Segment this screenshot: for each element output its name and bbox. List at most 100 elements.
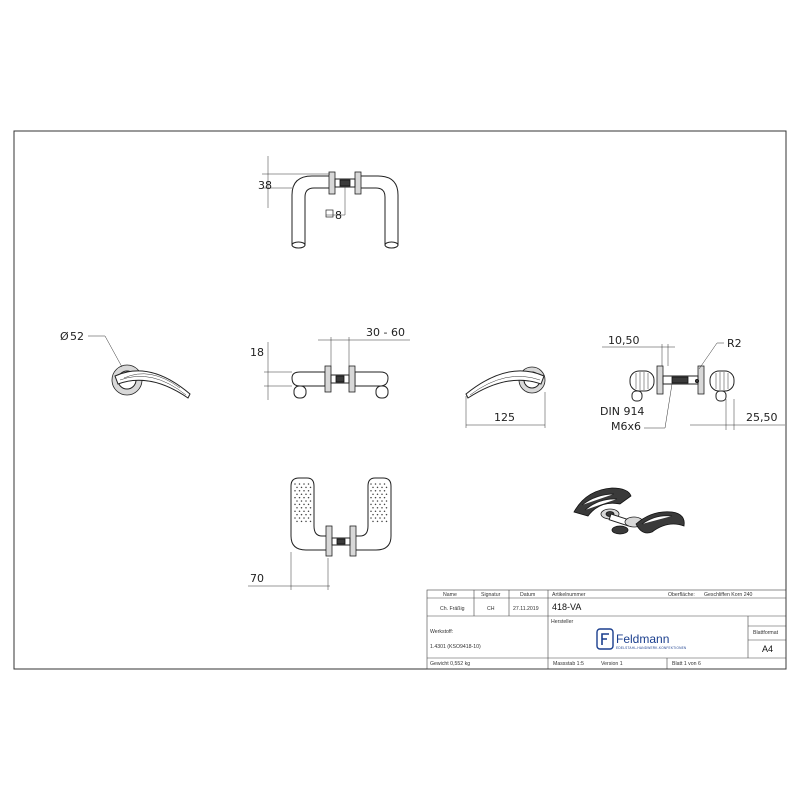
grip-dot: [379, 510, 381, 512]
grip-dot: [307, 496, 310, 499]
side-view: 18 30 - 60: [250, 326, 410, 400]
dim-square: 8: [335, 209, 342, 222]
grip-dot: [300, 513, 303, 516]
tb-signature-value: CH: [487, 606, 495, 612]
tb-header-manufacturer: Hersteller: [551, 619, 573, 625]
tb-sheet: Blatt 1 von 6: [672, 661, 701, 667]
grip-dot: [294, 496, 296, 499]
grip-dot: [374, 490, 377, 492]
dim-spacer: 10,50: [608, 334, 640, 347]
grip-dot: [298, 483, 301, 485]
grip-dot: [305, 507, 307, 509]
grip-dot: [294, 517, 296, 519]
grip-dot: [307, 503, 310, 506]
grip-dot: [385, 520, 388, 523]
grip-dot: [307, 483, 310, 485]
grip-dot: [370, 490, 372, 492]
grip-dot: [379, 517, 381, 519]
grip-dot: [379, 496, 381, 499]
grip-dot: [383, 483, 386, 485]
grip-dot: [374, 517, 377, 519]
front-view-mirrored: 125: [465, 366, 546, 428]
grip-dot: [381, 507, 383, 509]
grip-dot: [383, 496, 386, 499]
grip-dot: [370, 517, 372, 519]
grip-dot: [372, 513, 374, 516]
tb-scale: Massstab 1:5: [553, 661, 584, 667]
grip-dot: [300, 486, 303, 489]
grip-dot: [305, 520, 307, 523]
grip-dot: [300, 493, 303, 495]
grip-dot: [385, 486, 388, 489]
feldmann-logo: Feldmann EDELSTAHL-HANDWERK-KONFEKTIONEN: [596, 628, 687, 650]
grip-texture-right: [370, 483, 388, 523]
grip-dot: [374, 483, 377, 485]
grip-dot: [296, 486, 298, 489]
grip-dot: [372, 493, 374, 495]
grip-dot: [294, 490, 296, 492]
tb-article-number-value: 418-VA: [552, 602, 581, 612]
grip-dot: [296, 520, 298, 523]
tb-header-material: Werkstoff:: [430, 629, 453, 635]
grip-dot: [383, 510, 386, 512]
grip-dot: [374, 503, 377, 506]
grip-dot: [298, 490, 301, 492]
tb-brand-name: Feldmann: [616, 632, 669, 646]
grip-dot: [309, 493, 312, 495]
dim-radius: R2: [727, 337, 742, 350]
bottom-view: 70: [248, 477, 392, 590]
isometric-view: [573, 487, 685, 535]
tb-version: Version 1: [601, 661, 623, 667]
grip-dot: [296, 493, 298, 495]
grip-dot: [303, 496, 305, 499]
grip-dot: [298, 517, 301, 519]
grip-dot: [305, 486, 307, 489]
grip-dot: [309, 520, 312, 523]
dim-screw-standard: DIN 914: [600, 405, 644, 418]
top-view: 38 8: [258, 156, 399, 249]
grip-dot: [376, 486, 379, 489]
grip-dot: [381, 520, 383, 523]
grip-dot: [307, 510, 310, 512]
dim-neck: 25,50: [746, 411, 778, 424]
square-symbol-icon: [325, 209, 334, 218]
grip-dot: [376, 513, 379, 516]
grip-dot: [296, 500, 298, 502]
detail-view: 10,50 R2 DIN 914 M6x6 25,50: [600, 334, 785, 433]
grip-dot: [376, 500, 379, 502]
grip-dot: [298, 510, 301, 512]
grip-dot: [309, 507, 312, 509]
tb-header-signature: Signatur: [481, 592, 501, 598]
grip-dot: [381, 500, 383, 502]
grip-dot: [294, 503, 296, 506]
dim-projection: 125: [494, 411, 515, 424]
dim-rose-diameter-symbol: Ø: [60, 330, 69, 343]
grip-dot: [307, 517, 310, 519]
title-block: Name Signatur Datum Artikelnummer Oberfl…: [426, 589, 787, 670]
grip-dot: [300, 520, 303, 523]
dim-screw-size: M6x6: [611, 420, 641, 433]
grip-dot: [381, 486, 383, 489]
tb-sheet-format-value: A4: [762, 644, 773, 654]
grip-dot: [379, 490, 381, 492]
tb-brand-tagline: EDELSTAHL-HANDWERK-KONFEKTIONEN: [616, 646, 687, 650]
dim-door-thickness: 30 - 60: [366, 326, 405, 339]
grip-dot: [379, 503, 381, 506]
grip-dot: [305, 493, 307, 495]
tb-header-sheet-format: Blattformat: [753, 630, 779, 636]
grip-dot: [309, 513, 312, 516]
sheet-border: [13, 130, 787, 670]
front-view: Ø 52: [60, 330, 191, 399]
tb-header-surface: Oberfläche:: [668, 592, 695, 598]
grip-dot: [303, 483, 305, 485]
dim-rose-diameter: 52: [70, 330, 84, 343]
grip-dot: [296, 513, 298, 516]
grip-dot: [379, 483, 381, 485]
tb-weight: Gewicht 0,552 kg: [430, 661, 470, 667]
grip-dot: [381, 513, 383, 516]
grip-dot: [376, 507, 379, 509]
grip-dot: [309, 486, 312, 489]
grip-dot: [374, 496, 377, 499]
grip-dot: [372, 520, 374, 523]
